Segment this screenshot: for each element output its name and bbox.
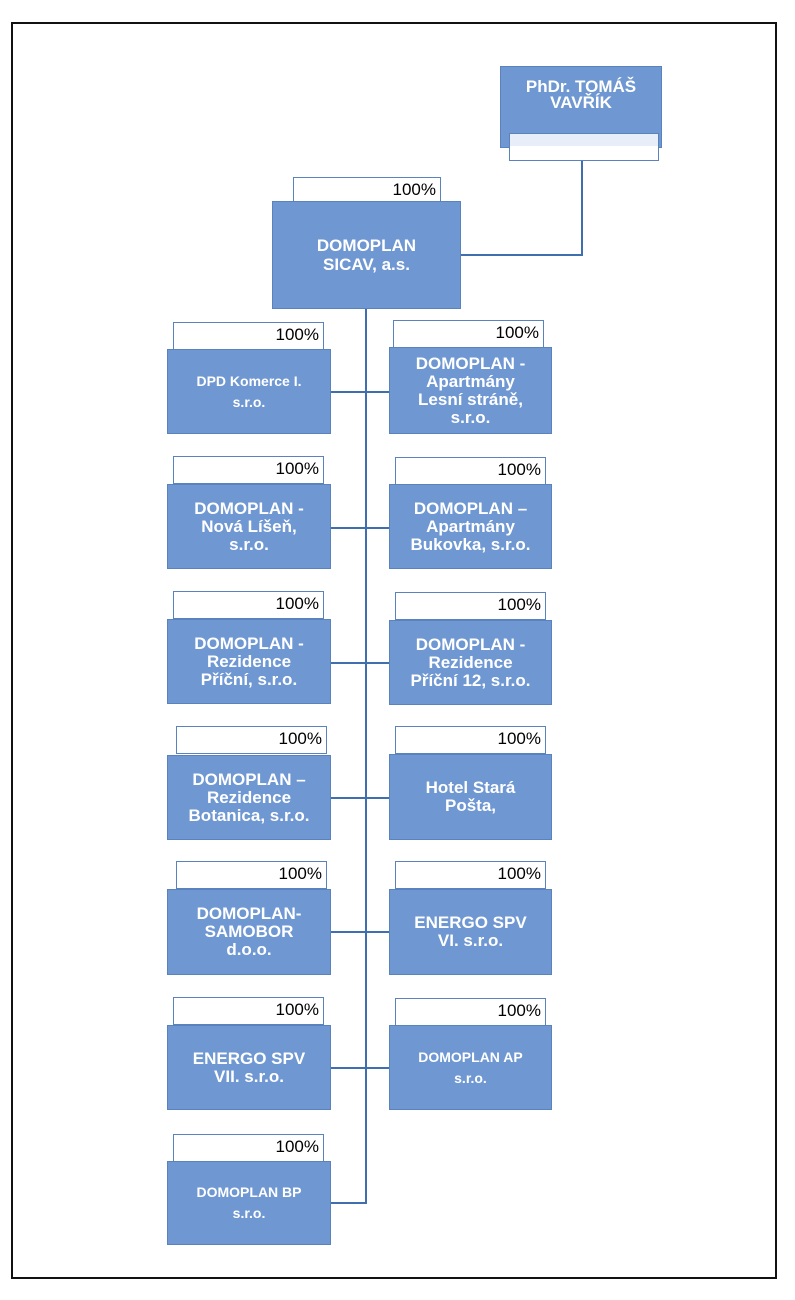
- subsidiary-share: 100%: [173, 997, 324, 1025]
- subsidiary-share: 100%: [395, 457, 546, 485]
- subsidiary-share: 100%: [173, 1134, 324, 1162]
- subsidiary-share: 100%: [395, 592, 546, 620]
- subsidiary-name: DOMOPLAN - Rezidence Příční 12, s.r.o.: [410, 634, 531, 690]
- branch-row-2: [331, 527, 389, 529]
- subsidiary-box: ENERGO SPV VI. s.r.o.: [389, 889, 552, 975]
- subsidiary-share: 100%: [176, 726, 327, 754]
- branch-row-5: [331, 931, 389, 933]
- subsidiary-box: DOMOPLAN - Apartmány Lesní stráně, s.r.o…: [389, 347, 552, 434]
- branch-row-6: [331, 1067, 389, 1069]
- subsidiary-name: DOMOPLAN - Rezidence Příční, s.r.o.: [194, 633, 304, 689]
- subsidiary-name: DOMOPLAN AP s.r.o.: [418, 1048, 523, 1086]
- subsidiary-name: ENERGO SPV VI. s.r.o.: [414, 913, 527, 950]
- subsidiary-box: ENERGO SPV VII. s.r.o.: [167, 1025, 331, 1110]
- subsidiary-box: DOMOPLAN - Nová Líšeň, s.r.o.: [167, 484, 331, 569]
- branch-row-4: [331, 797, 389, 799]
- trunk-line: [365, 309, 367, 1204]
- subsidiary-name: DOMOPLAN – Apartmány Bukovka, s.r.o.: [410, 498, 531, 554]
- subsidiary-name: DPD Komerce I. s.r.o.: [196, 372, 302, 410]
- subsidiary-box: DOMOPLAN - Rezidence Příční, s.r.o.: [167, 619, 331, 704]
- subsidiary-share: 100%: [173, 591, 324, 619]
- owner-connector-vertical: [581, 158, 583, 256]
- subsidiary-share: 100%: [176, 861, 327, 889]
- root-entity-name: DOMOPLAN SICAV, a.s.: [316, 236, 417, 274]
- subsidiary-name: DOMOPLAN - Nová Líšeň, s.r.o.: [194, 498, 304, 554]
- owner-name: PhDr. TOMÁŠ VAVŘÍK: [525, 77, 637, 112]
- subsidiary-box: Hotel Stará Pošta,: [389, 754, 552, 840]
- root-entity-box: DOMOPLAN SICAV, a.s.: [272, 201, 461, 309]
- subsidiary-name: DOMOPLAN - Apartmány Lesní stráně, s.r.o…: [415, 353, 526, 427]
- subsidiary-name: DOMOPLAN BP s.r.o.: [196, 1184, 302, 1221]
- owner-connector-horizontal: [461, 254, 583, 256]
- branch-row-7: [331, 1202, 367, 1204]
- root-share-label: 100%: [293, 177, 441, 203]
- subsidiary-box: DOMOPLAN AP s.r.o.: [389, 1025, 552, 1110]
- subsidiary-box: DOMOPLAN - Rezidence Příční 12, s.r.o.: [389, 620, 552, 705]
- subsidiary-share: 100%: [395, 726, 546, 754]
- branch-row-3: [331, 662, 389, 664]
- subsidiary-share: 100%: [393, 320, 544, 348]
- owner-share-field: [509, 133, 659, 161]
- subsidiary-box: DOMOPLAN – Apartmány Bukovka, s.r.o.: [389, 484, 552, 569]
- subsidiary-share: 100%: [173, 322, 324, 350]
- subsidiary-box: DOMOPLAN BP s.r.o.: [167, 1161, 331, 1245]
- subsidiary-box: DOMOPLAN- SAMOBOR d.o.o.: [167, 889, 331, 975]
- subsidiary-share: 100%: [395, 998, 546, 1026]
- subsidiary-name: DOMOPLAN – Rezidence Botanica, s.r.o.: [188, 769, 310, 825]
- subsidiary-name: ENERGO SPV VII. s.r.o.: [192, 1048, 306, 1086]
- owner-box: PhDr. TOMÁŠ VAVŘÍK: [500, 66, 662, 161]
- subsidiary-share: 100%: [173, 456, 324, 484]
- branch-row-1: [331, 391, 389, 393]
- subsidiary-share: 100%: [395, 861, 546, 889]
- subsidiary-name: DOMOPLAN- SAMOBOR d.o.o.: [196, 904, 302, 959]
- subsidiary-box: DOMOPLAN – Rezidence Botanica, s.r.o.: [167, 755, 331, 840]
- subsidiary-box: DPD Komerce I. s.r.o.: [167, 349, 331, 434]
- subsidiary-name: Hotel Stará Pošta,: [425, 778, 516, 815]
